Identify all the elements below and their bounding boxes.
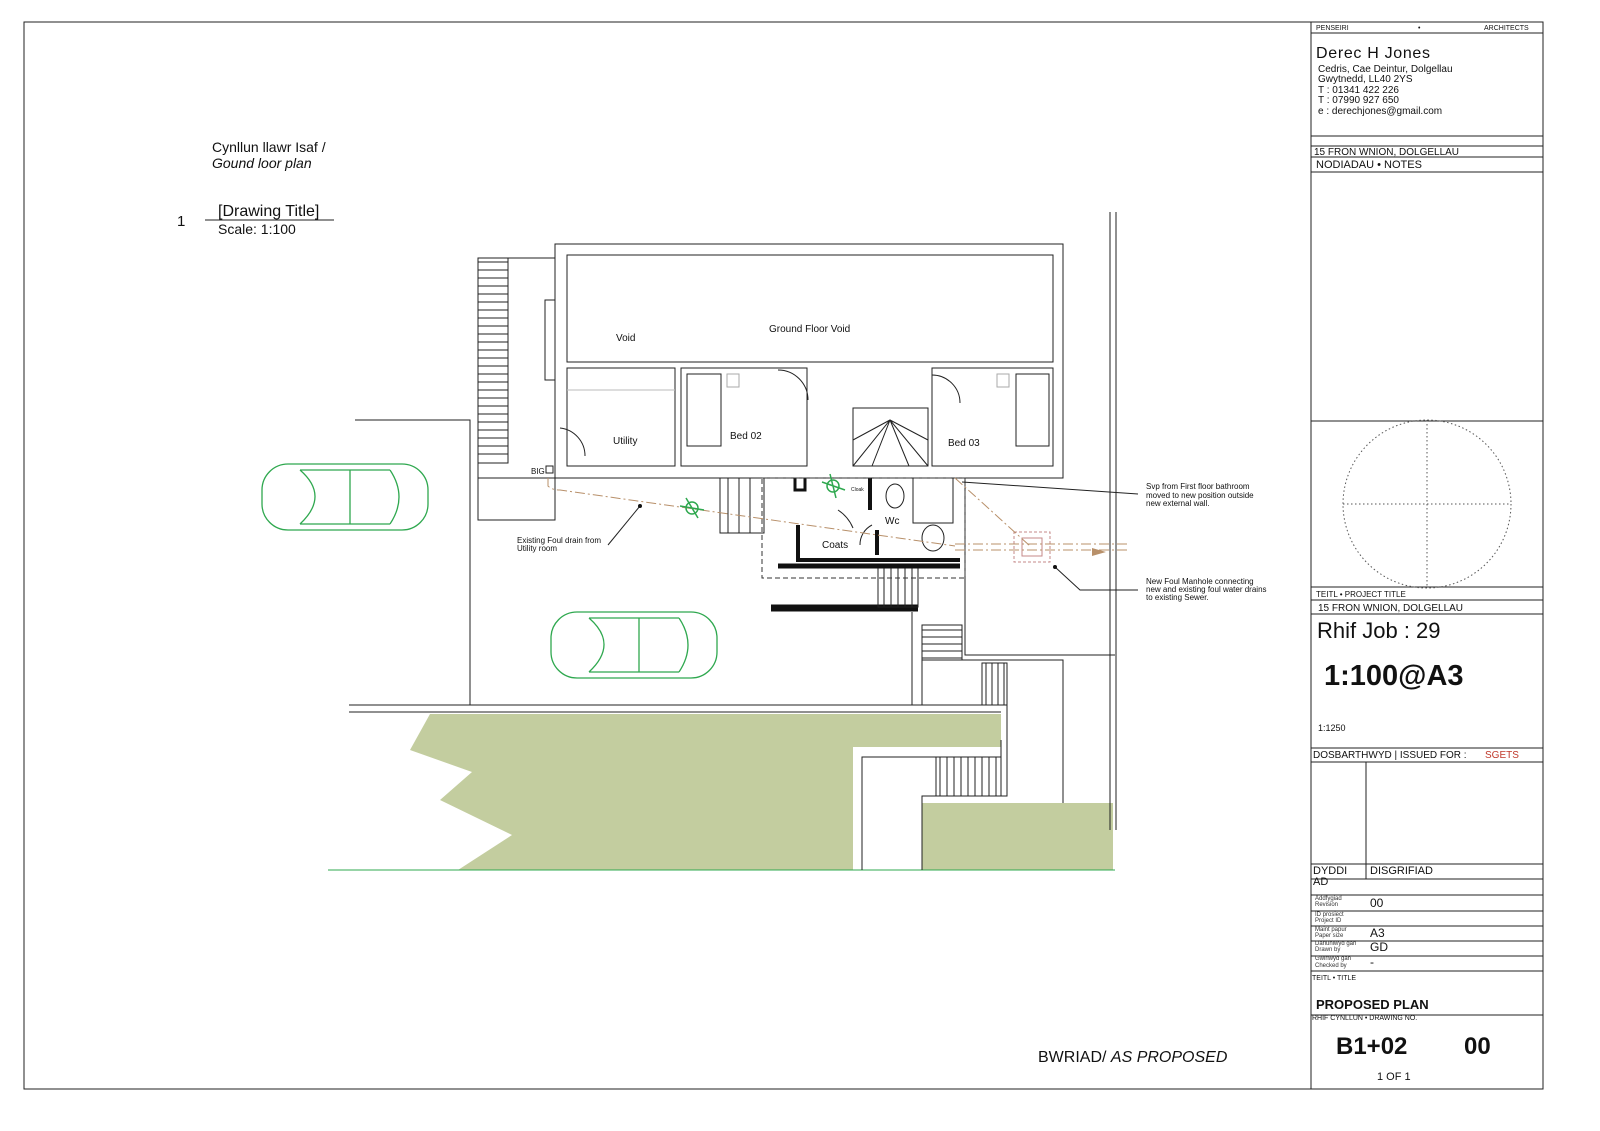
title-label: TEITL • TITLE <box>1312 975 1356 982</box>
sheet-scale: 1:100@A3 <box>1324 660 1464 692</box>
drawing-revision: 00 <box>1464 1033 1491 1060</box>
checked-by-value: - <box>1370 955 1374 969</box>
toilet <box>885 483 905 509</box>
svg-text:Project ID: Project ID <box>1315 918 1342 924</box>
room-bed-03 <box>931 367 1054 467</box>
architect-name: Derec H Jones <box>1316 45 1430 62</box>
sheet-border <box>23 21 1544 1090</box>
drawing-number-marker: 1 <box>177 213 185 230</box>
svg-text:Utility room: Utility room <box>517 544 557 553</box>
label-bed-03: Bed 03 <box>948 438 980 449</box>
room-bed-02 <box>680 367 808 467</box>
flow-arrow-icon <box>1092 548 1106 556</box>
svg-text:Existing Foul drain from: Existing Foul drain from <box>517 536 601 545</box>
garden-lawn-right <box>922 803 1113 870</box>
svg-text:ID prosiect: ID prosiect <box>1315 912 1344 918</box>
stair-treads <box>478 261 1005 796</box>
notes-label: NODIADAU • NOTES <box>1316 159 1422 171</box>
car-icon <box>550 611 718 679</box>
room-labels: Void Ground Floor Void Utility Bed 02 Be… <box>531 324 980 551</box>
garden-lawn <box>410 714 1001 870</box>
svg-text:New Foul Manhole connecting: New Foul Manhole connecting <box>1146 577 1254 586</box>
drawn-by-value: GD <box>1370 940 1388 954</box>
label-wc: Wc <box>885 516 899 527</box>
bed-03 <box>1015 373 1050 447</box>
svg-text:Darluniwyd gan: Darluniwyd gan <box>1315 941 1356 947</box>
job-number: Rhif Job : 29 <box>1317 618 1441 643</box>
ground-floor-void <box>566 254 1054 363</box>
svg-text:Addfygiad: Addfygiad <box>1315 896 1342 902</box>
person-icon <box>679 497 705 519</box>
internal-stair <box>852 407 929 467</box>
site-address: 15 FRON WNION, DOLGELLAU <box>1314 147 1459 158</box>
label-bed-02: Bed 02 <box>730 431 762 442</box>
bed-02 <box>686 373 722 447</box>
address-line-1: Cedris, Cae Deintur, Dolgellau <box>1318 64 1453 75</box>
building-plan <box>477 243 1064 579</box>
address-line-2: Gwytnedd, LL40 2YS <box>1318 74 1413 85</box>
svg-text:Gwiriwyd gan: Gwiriwyd gan <box>1315 956 1351 962</box>
building-outline <box>554 243 1064 479</box>
email: e : derechjones@gmail.com <box>1318 106 1442 117</box>
person-icon <box>821 473 846 499</box>
issued-for-value: SGETS <box>1485 750 1519 761</box>
shower <box>912 477 954 524</box>
label-ground-floor-void: Ground Floor Void <box>769 324 850 335</box>
phone-2: T : 07990 927 650 <box>1318 95 1399 106</box>
annotation-foul-drain: Existing Foul drain from Utility room <box>517 504 642 553</box>
label-utility: Utility <box>613 436 637 447</box>
paper-size-value: A3 <box>1370 926 1385 940</box>
car-icon <box>261 463 429 531</box>
svg-text:Svp from First floor bathroom: Svp from First floor bathroom <box>1146 482 1250 491</box>
annotation-svp: Svp from First floor bathroom moved to n… <box>961 481 1254 508</box>
plan-title-english: Gound loor plan <box>212 155 312 171</box>
north-point-icon <box>1342 419 1512 589</box>
project-title-label: TEITL • PROJECT TITLE <box>1316 590 1406 599</box>
svg-text:to existing Sewer.: to existing Sewer. <box>1146 593 1209 602</box>
as-proposed-label: BWRIAD/ AS PROPOSED <box>1038 1049 1228 1066</box>
svg-text:AD: AD <box>1313 876 1328 888</box>
foul-drains <box>547 477 1130 556</box>
svg-text:Maint papur: Maint papur <box>1315 927 1347 933</box>
issued-for-label: DOSBARTHWYD | ISSUED FOR : <box>1313 750 1467 761</box>
location-scale: 1:1250 <box>1318 723 1346 733</box>
drawing-no-label: RHIF CYNLLUN • DRAWING NO. <box>1312 1015 1417 1022</box>
svg-text:•: • <box>1418 25 1421 32</box>
svg-text:BWRIAD/ AS PROPOSED: BWRIAD/ AS PROPOSED <box>1038 1049 1228 1066</box>
sheet-number: 1 OF 1 <box>1377 1071 1411 1083</box>
label-cloak: Cloak <box>851 487 864 493</box>
revision-value: 00 <box>1370 896 1384 910</box>
plan-title-welsh: Cynllun llawr Isaf / <box>212 139 326 155</box>
title-block: PENSEIRI • ARCHITECTS Derec H Jones Cedr… <box>1311 25 1543 1083</box>
date-label: DYDDI <box>1313 865 1347 877</box>
svg-text:Paper size: Paper size <box>1315 933 1344 939</box>
room-utility <box>566 367 676 467</box>
description-label: DISGRIFIAD <box>1370 865 1433 877</box>
architects-label: ARCHITECTS <box>1484 25 1529 32</box>
annotation-manhole: New Foul Manhole connecting new and exis… <box>1053 565 1267 602</box>
svg-text:Drawn by: Drawn by <box>1315 947 1340 953</box>
label-void: Void <box>616 333 635 344</box>
drawing-number: B1+02 <box>1336 1033 1407 1060</box>
plan-heading: Cynllun llawr Isaf / Gound loor plan 1 [… <box>177 139 334 237</box>
basin <box>921 524 945 552</box>
project-title: 15 FRON WNION, DOLGELLAU <box>1318 603 1463 614</box>
label-coats: Coats <box>822 540 848 551</box>
svg-text:moved to new position outside: moved to new position outside <box>1146 491 1254 500</box>
drawing-title-value: PROPOSED PLAN <box>1316 997 1429 1012</box>
new-foul-manhole <box>1013 531 1051 563</box>
drawing-title: [Drawing Title] <box>218 203 319 220</box>
svg-text:new and existing foul water dr: new and existing foul water drains <box>1146 585 1267 594</box>
drawing-scale: Scale: 1:100 <box>218 221 296 237</box>
phone-1: T : 01341 422 226 <box>1318 85 1399 96</box>
svg-text:Revision: Revision <box>1315 902 1338 908</box>
svg-text:Checked by: Checked by <box>1315 963 1347 969</box>
svg-text:new external wall.: new external wall. <box>1146 499 1210 508</box>
penseiri-label: PENSEIRI <box>1316 25 1349 32</box>
label-big: BIG <box>531 467 545 476</box>
